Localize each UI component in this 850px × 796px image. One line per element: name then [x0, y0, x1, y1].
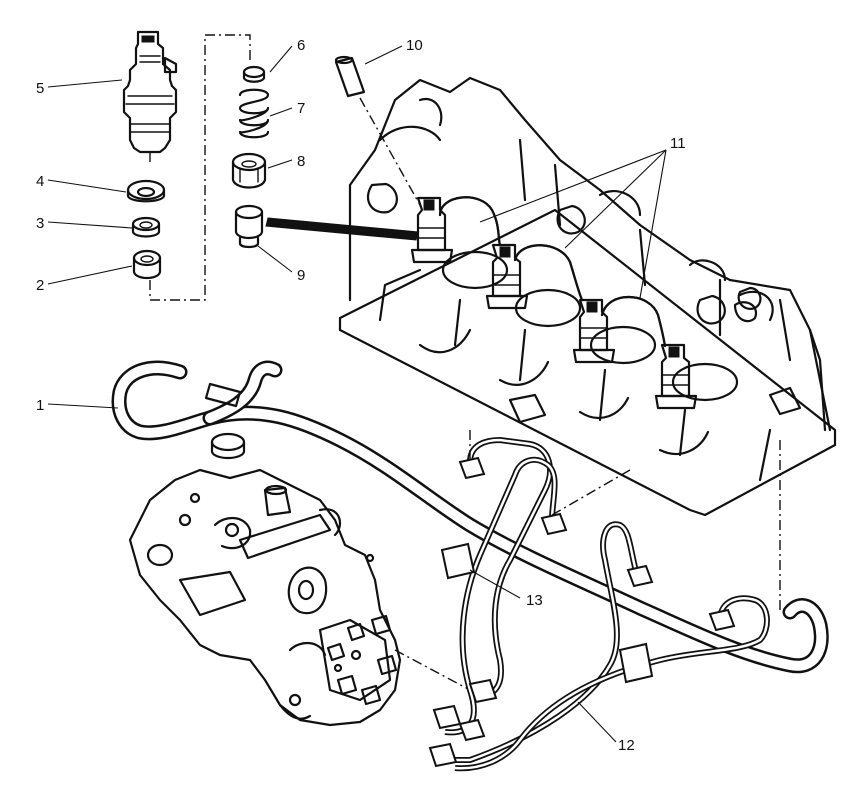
callout-10: 10	[406, 37, 423, 54]
installed-injector-2	[485, 243, 529, 310]
callout-3: 3	[36, 215, 44, 232]
high-pressure-fuel-pipes	[428, 430, 781, 772]
injector-nozzle-part-5	[122, 30, 178, 154]
fuel-return-hose	[111, 360, 829, 674]
installed-injector-4	[654, 343, 698, 410]
callout-1: 1	[36, 397, 44, 414]
cylinder-head	[338, 76, 837, 517]
fitting-part-9	[234, 204, 264, 249]
callout-labels: 1 2 3 4 5 6 7 8 9 10 11 12 13	[36, 37, 686, 754]
injection-pump	[128, 468, 471, 727]
callout-7: 7	[297, 100, 305, 117]
callout-6: 6	[297, 37, 305, 54]
installed-injector-3	[572, 298, 616, 364]
pump-outlet-fittings	[318, 614, 398, 706]
callout-12: 12	[618, 737, 635, 754]
sleeve-part-10	[334, 55, 421, 206]
installed-injector-1	[410, 196, 454, 264]
sleeve-part-2	[132, 249, 162, 280]
callout-5: 5	[36, 80, 44, 97]
callout-8: 8	[297, 153, 305, 170]
callout-11: 11	[670, 135, 686, 152]
callout-9: 9	[297, 267, 305, 284]
spring-part-7	[238, 88, 270, 139]
callout-13: 13	[526, 592, 543, 609]
callout-2: 2	[36, 277, 44, 294]
injector-nozzle-exploded	[122, 30, 419, 301]
leader-lines	[47, 45, 667, 743]
nut-part-6	[242, 65, 266, 83]
seal-part-3	[131, 216, 161, 238]
pipe-clamp-13	[440, 542, 476, 580]
pipe-union-nuts	[428, 456, 736, 768]
leak-off-hoses	[438, 196, 667, 348]
washer-part-4	[126, 179, 166, 203]
callout-4: 4	[36, 173, 44, 190]
pipe-clamp-12	[618, 642, 654, 684]
installed-injectors	[410, 196, 698, 410]
cap-part-8	[231, 152, 267, 189]
